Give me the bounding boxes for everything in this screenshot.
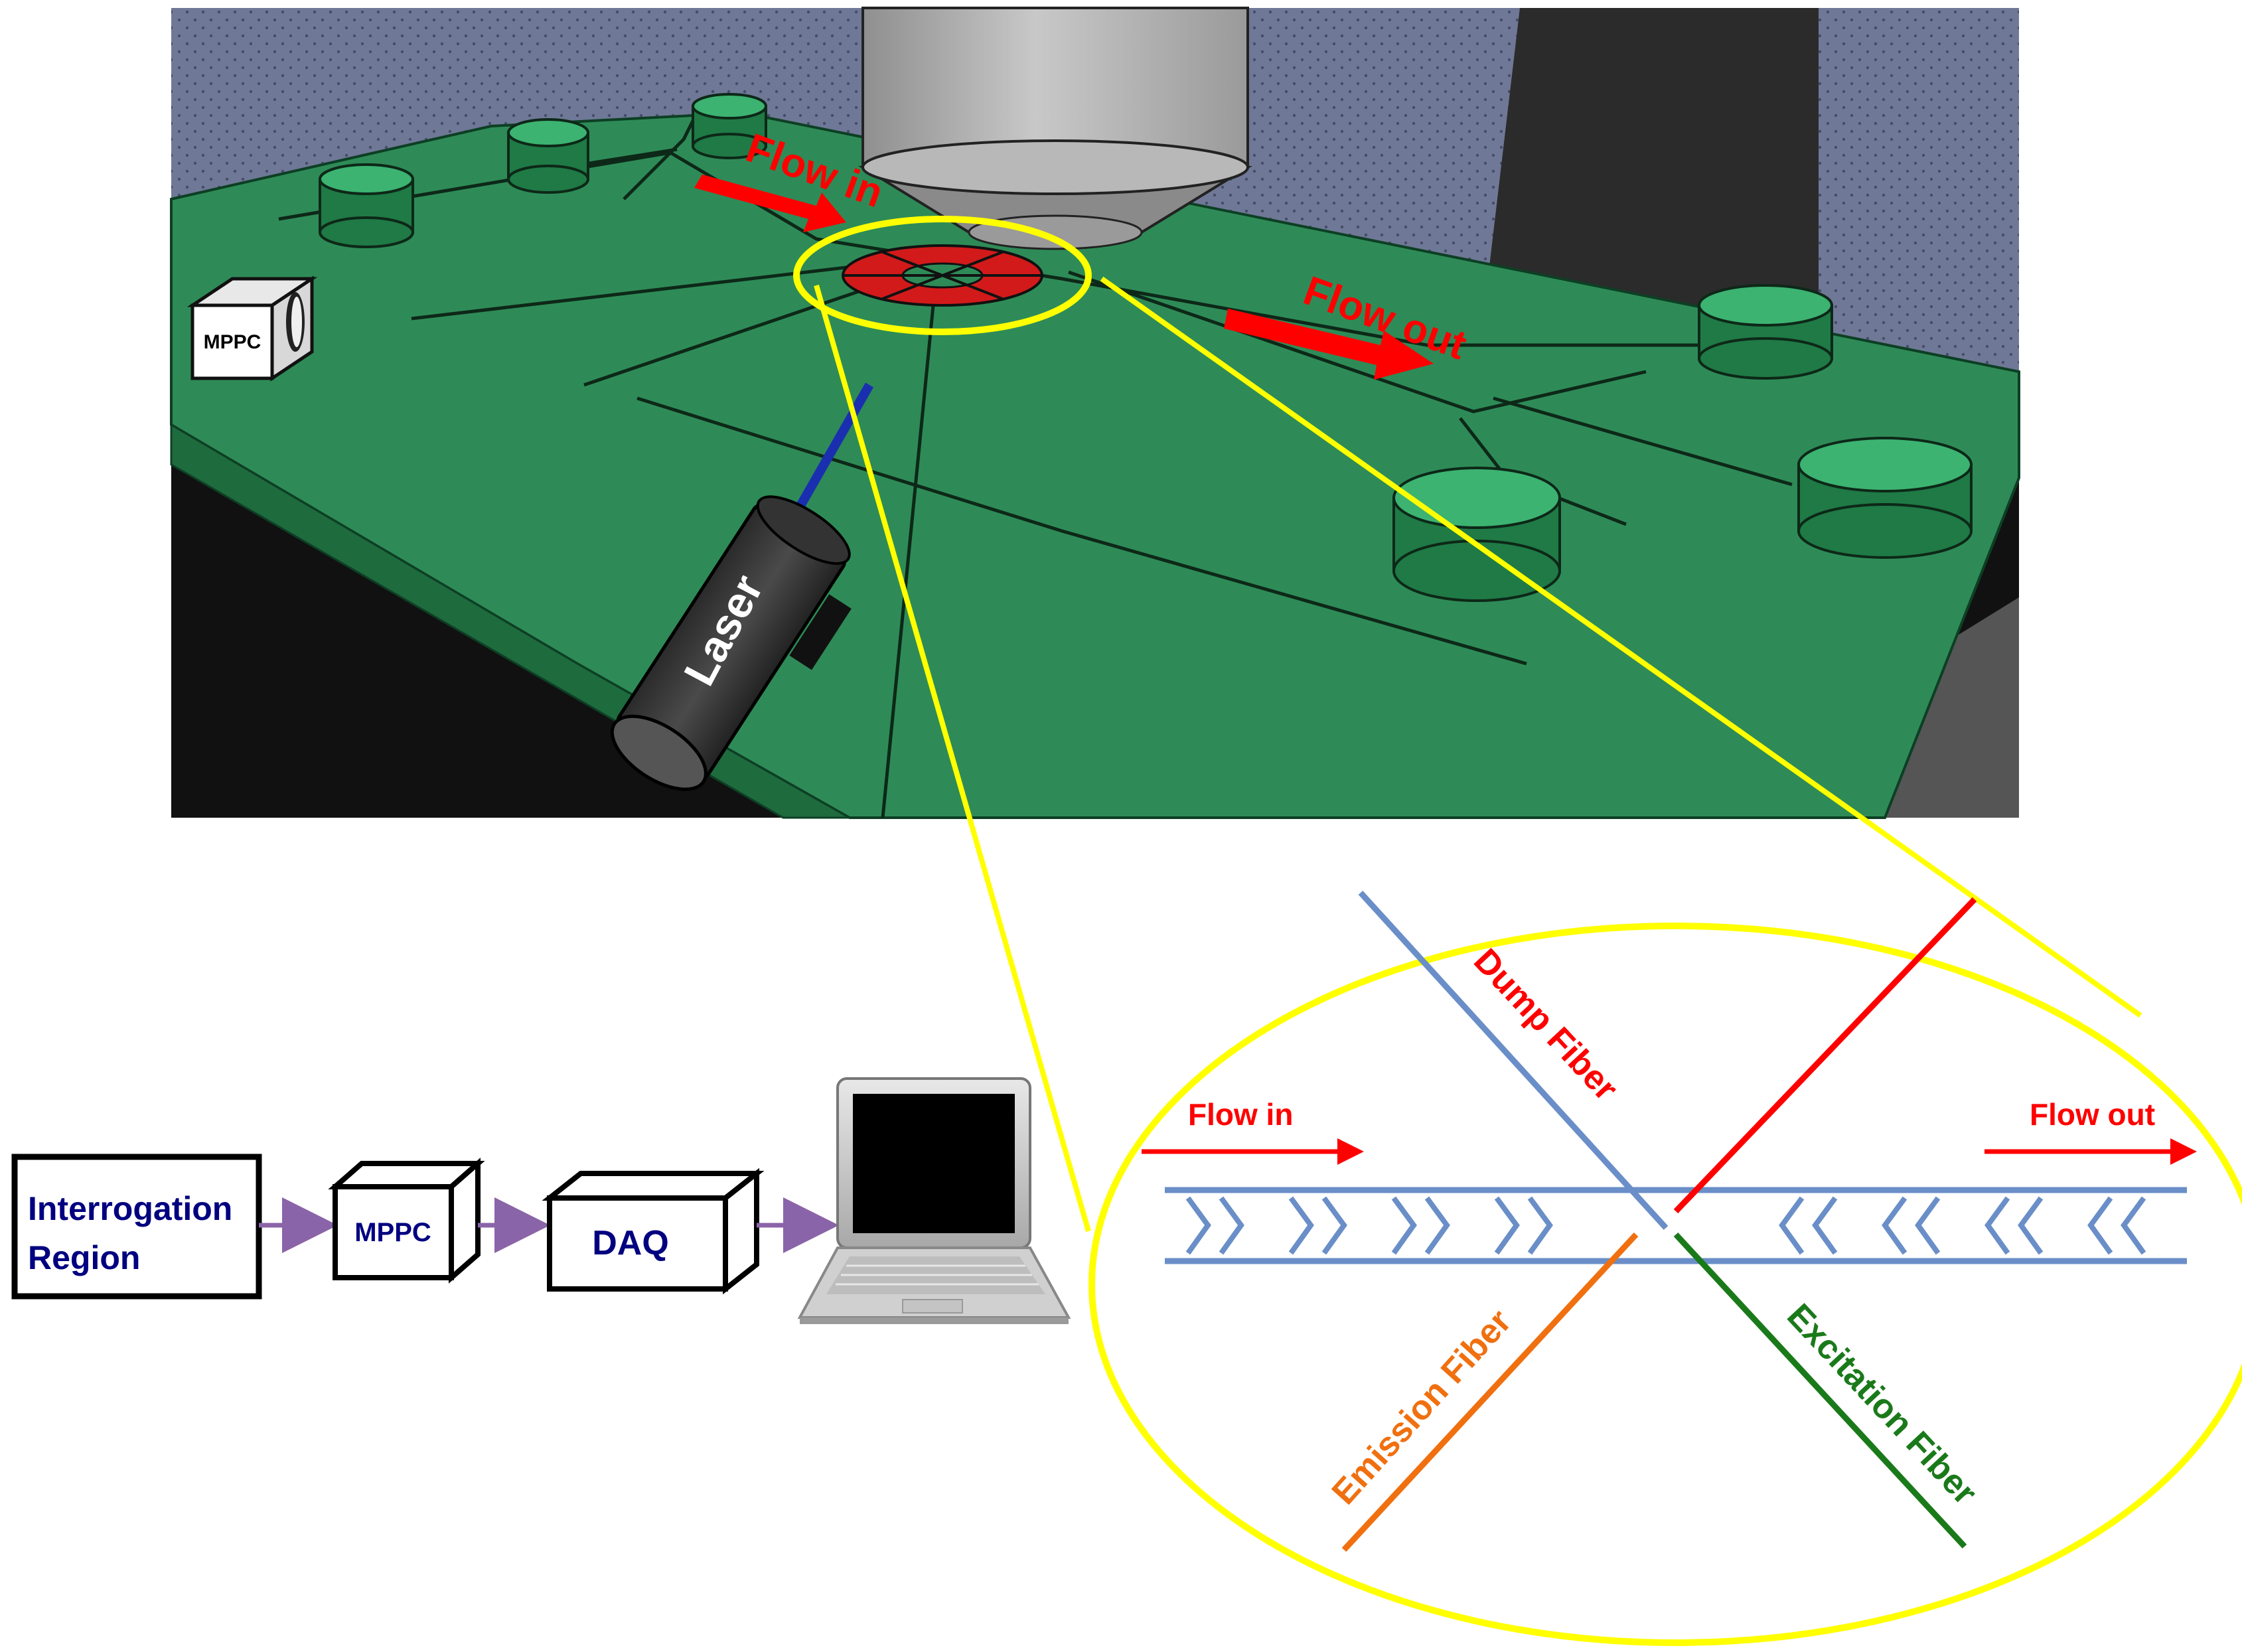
reservoir-1 — [319, 163, 414, 248]
reservoir-3 — [692, 93, 767, 159]
mppc-device-label: MPPC — [204, 331, 262, 353]
interrogation-label-line2: Region — [28, 1239, 140, 1276]
signal-pipeline: Interrogation Region MPPC DAQ — [11, 1077, 1071, 1324]
excitation-fiber-line — [1673, 1232, 1967, 1549]
laser-beam — [785, 382, 874, 527]
zoom-flow-in-label: Flow in — [1188, 1097, 1293, 1132]
emission-fiber-line — [1341, 1232, 1639, 1552]
dump-fiber-channel — [1358, 890, 1669, 1231]
reservoir-4 — [1698, 284, 1833, 380]
flow-in-arrow — [694, 175, 846, 232]
zoom-flow-out-arrow — [1984, 1138, 2197, 1165]
daq-box-label: DAQ — [592, 1224, 669, 1262]
zoom-connectors — [814, 276, 2142, 1233]
microscope-objective — [858, 7, 1253, 250]
zoom-view: Dump Fiber Emission Fiber Excitation Fib… — [1088, 890, 2242, 1646]
herringbone-grooves — [1185, 1196, 2146, 1255]
microchannel — [1165, 1187, 2187, 1264]
interrogation-region — [842, 244, 1043, 307]
reservoir-6 — [1392, 467, 1561, 602]
red-fiber — [1673, 897, 1977, 1214]
interrogation-label-line1: Interrogation — [28, 1190, 232, 1227]
laptop-icon — [797, 1077, 1071, 1324]
chip-front-edge — [170, 423, 854, 819]
zoom-ellipse — [1088, 923, 2242, 1646]
mppc-cube: MPPC — [187, 275, 318, 382]
mppc-box: MPPC — [328, 1158, 485, 1284]
mppc-box-label: MPPC — [354, 1218, 431, 1247]
laser-body — [610, 495, 852, 791]
zoom-flow-out-label: Flow out — [2030, 1097, 2155, 1132]
chip-render: MPPC Laser Flow in Flow out — [170, 7, 2020, 819]
daq-box: DAQ — [542, 1167, 765, 1295]
reservoir-2 — [507, 118, 589, 194]
reservoir-5 — [1797, 437, 1973, 559]
zoom-flow-in-arrow — [1142, 1138, 1364, 1165]
flow-out-arrow — [1224, 309, 1434, 380]
highlight-ellipse — [793, 216, 1092, 335]
